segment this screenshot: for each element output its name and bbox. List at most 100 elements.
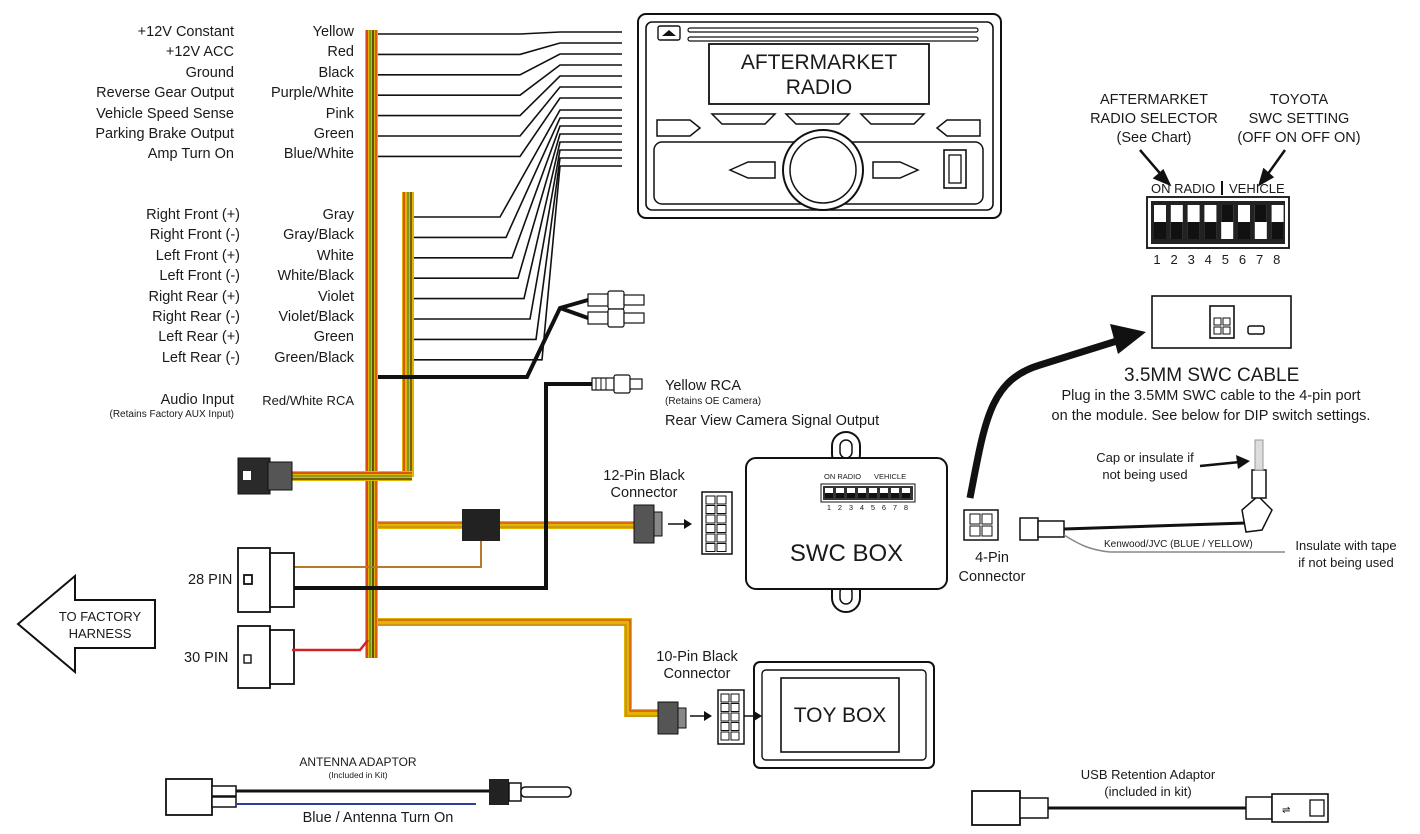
connector-12pin-shapes	[633, 491, 733, 555]
pin-cell	[716, 533, 727, 543]
speaker-wire-line	[414, 125, 622, 259]
pin-cell	[730, 693, 740, 703]
wire-color-label: Blue/White	[283, 146, 354, 163]
pin-cell	[730, 712, 740, 722]
speaker-function-label: Right Front (-)	[149, 227, 240, 244]
thin-wire-28pin	[292, 541, 482, 568]
pin-cell	[716, 524, 727, 533]
speaker-function-label: Left Front (-)	[159, 268, 240, 285]
swc-dip-number: 5	[870, 503, 876, 512]
swc-cable-desc1: Plug in the 3.5MM SWC cable to the 4-pin…	[1061, 388, 1361, 404]
pin-cell	[716, 495, 727, 505]
dip-switch-knob	[1204, 222, 1217, 239]
speaker-color-label: Gray/Black	[283, 227, 354, 244]
selector-left-line: AFTERMARKET	[1100, 92, 1208, 108]
pin-cell	[720, 712, 730, 722]
connector-4pin-shape	[963, 509, 999, 541]
10pin-line2: Connector	[663, 666, 731, 682]
aftermarket-radio	[637, 13, 1002, 219]
dip-switch-knob	[1238, 222, 1250, 239]
swc-box-shape	[745, 431, 948, 613]
cap-note-line1: Cap or insulate if	[1096, 450, 1194, 465]
rear-camera-desc: Rear View Camera Signal Output	[665, 413, 880, 429]
swc-cable-desc2: on the module. See below for DIP switch …	[1051, 408, 1371, 424]
wire-line	[378, 64, 622, 96]
pin-cell	[730, 731, 740, 741]
speaker-function-label: Right Rear (+)	[148, 288, 240, 305]
30pin-label: 30 PIN	[184, 650, 229, 666]
pin-cell	[716, 514, 727, 524]
usb-line1: USB Retention Adaptor	[1080, 767, 1216, 782]
swc-dip-knob	[825, 493, 833, 498]
wire-line	[378, 31, 622, 35]
dip-number: 5	[1221, 252, 1229, 267]
pin-cell	[730, 722, 740, 731]
speaker-color-label: White	[316, 247, 354, 264]
wire-line	[378, 86, 622, 137]
selector-right-line: (OFF ON OFF ON)	[1237, 130, 1361, 146]
swc-dip-number: 4	[859, 503, 865, 512]
connector-10pin-shapes	[657, 689, 745, 745]
pin-cell	[716, 505, 727, 514]
4pin-line2: Connector	[958, 569, 1026, 585]
swc-cable-title: 3.5MM SWC CABLE	[1124, 365, 1300, 386]
dip-number: 3	[1187, 252, 1195, 267]
swc-box-label: SWC BOX	[789, 540, 904, 567]
speaker-wire-line	[414, 157, 622, 341]
10pin-line1: 10-Pin Black	[656, 649, 738, 665]
dip-switch-knob	[1154, 222, 1166, 239]
speaker-function-label: Left Front (+)	[155, 247, 240, 264]
dip-switch-knob	[1221, 205, 1234, 222]
swc-dip-number: 8	[903, 503, 909, 512]
wire-fanout-top	[378, 31, 622, 158]
insulate-line1: Insulate with tape	[1295, 538, 1397, 553]
swc-cable	[1019, 439, 1285, 553]
swc-module	[1151, 295, 1292, 349]
selector-arrows	[1139, 149, 1287, 187]
dip-number: 2	[1170, 252, 1178, 267]
wire-color-label: Green	[313, 126, 354, 142]
dip-number: 7	[1255, 252, 1264, 267]
dip-switch-panel	[1146, 181, 1290, 249]
4pin-line1: 4-Pin	[975, 550, 1009, 566]
wire-line	[378, 42, 622, 56]
speaker-color-label: Green/Black	[274, 349, 354, 366]
swc-dip-knob	[880, 493, 888, 498]
swc-dip-knob	[836, 493, 844, 498]
cap-note-line2: not being used	[1102, 467, 1188, 482]
selector-left-line: RADIO SELECTOR	[1090, 111, 1218, 127]
on-radio-label: ON RADIO	[1151, 181, 1216, 196]
radio-label-line2: RADIO	[785, 76, 853, 99]
selector-left-line: (See Chart)	[1116, 130, 1192, 146]
connector-28pin	[237, 547, 295, 613]
yellow-rca-note: (Retains OE Camera)	[665, 396, 762, 407]
yellow-rca-plug	[591, 374, 643, 394]
pin-cell	[720, 731, 730, 741]
wire-color-label: Yellow	[312, 24, 354, 40]
dip-number: 8	[1273, 252, 1281, 267]
speaker-color-label: Green	[313, 329, 354, 346]
small-plug-harness	[292, 471, 412, 481]
wire-to-12pin	[378, 521, 634, 529]
speaker-harness-bundle	[402, 192, 414, 477]
pin-cell	[716, 543, 727, 552]
audio-input-note: (Retains Factory AUX Input)	[109, 409, 235, 420]
kenwood-label: Kenwood/JVC (BLUE / YELLOW)	[1104, 539, 1253, 550]
speaker-color-label: White/Black	[277, 268, 354, 285]
yellow-rca-label: Yellow RCA	[665, 378, 742, 394]
speaker-wire-line	[414, 149, 622, 320]
selector-right-line: TOYOTA	[1269, 92, 1329, 108]
pin-cell	[705, 514, 716, 524]
dip-switch-knob	[1170, 222, 1183, 239]
wire-color-label: Purple/White	[270, 85, 354, 102]
swc-box-on-radio: ON RADIO	[824, 472, 862, 481]
pin-cell	[705, 533, 716, 543]
wire-function-label: Ground	[185, 64, 234, 81]
audio-input-color: Red/White RCA	[262, 393, 354, 408]
radio-label-line1: AFTERMARKET	[740, 51, 898, 74]
wire-function-label: +12V Constant	[137, 24, 234, 40]
swc-dip-knob	[891, 493, 899, 498]
usb-adaptor: ⇌	[971, 790, 1329, 826]
wire-function-label: Parking Brake Output	[95, 126, 234, 142]
pin-cell	[730, 703, 740, 712]
